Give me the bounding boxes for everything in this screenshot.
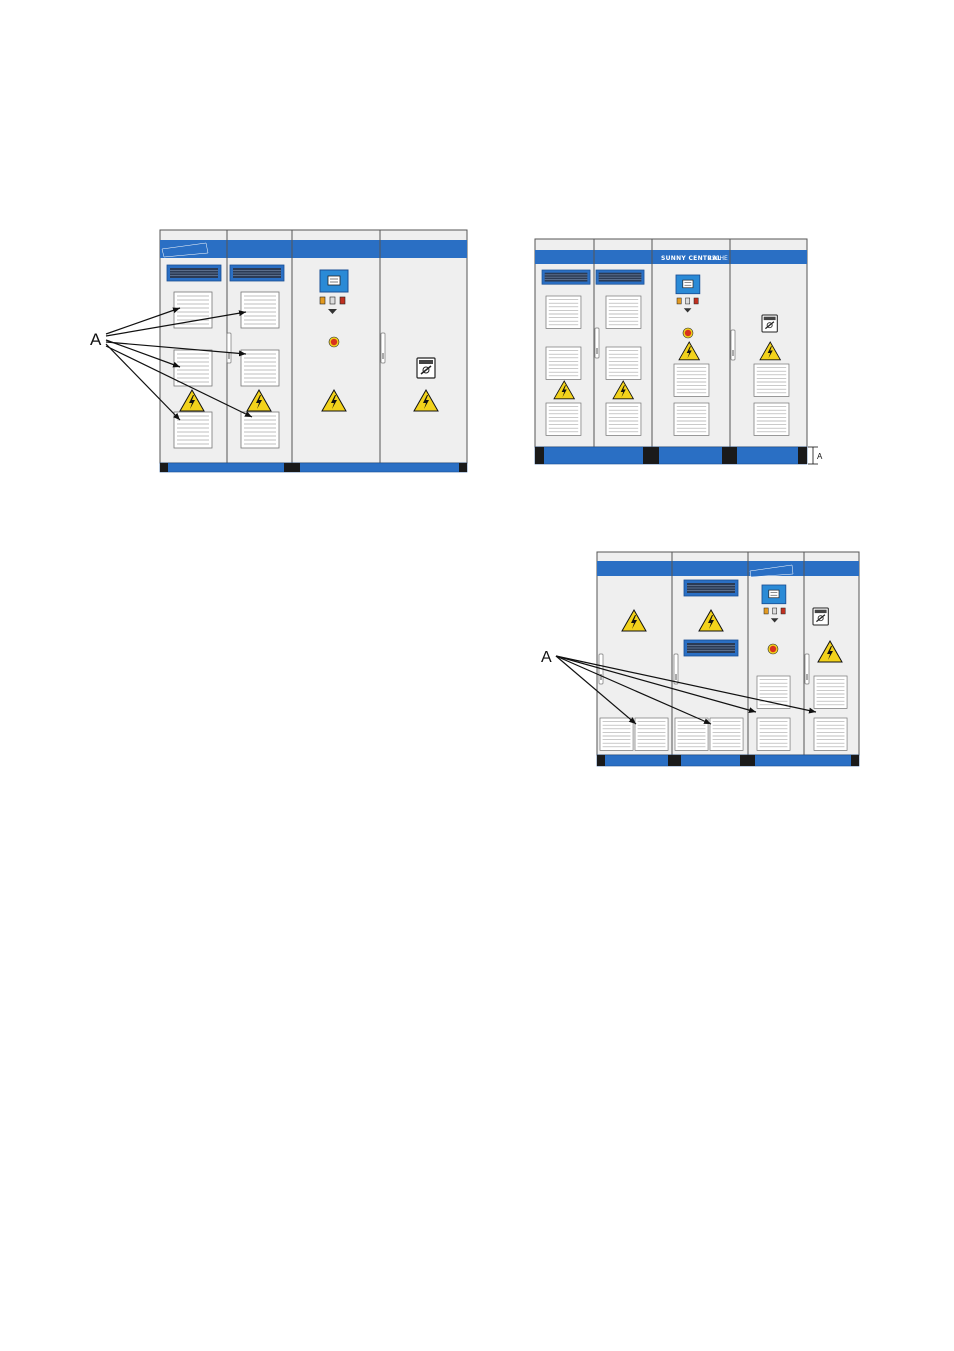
cabinet-base bbox=[596, 754, 860, 767]
dimension-marker bbox=[808, 446, 818, 465]
air-grille-icon bbox=[229, 264, 285, 282]
top-left-cabinet: A bbox=[90, 229, 468, 473]
louver-vent-icon bbox=[709, 717, 744, 751]
emergency-stop-icon bbox=[767, 643, 779, 655]
model-text: 250HE bbox=[708, 255, 728, 262]
louver-vent-icon bbox=[673, 363, 710, 397]
louver-vent-icon bbox=[634, 717, 669, 751]
brand-text: SUNNY CENTRAL bbox=[661, 255, 721, 262]
logo-icon bbox=[749, 564, 794, 578]
louver-vent-icon bbox=[173, 291, 213, 329]
louver-vent-icon bbox=[240, 411, 280, 449]
callout-arrows bbox=[105, 307, 253, 421]
louver-vent-icon bbox=[813, 717, 848, 751]
louver-vent-icon bbox=[753, 363, 790, 397]
callout-label-a: A bbox=[541, 649, 552, 666]
louver-vent-icon bbox=[599, 717, 634, 751]
louver-vent-icon bbox=[605, 346, 642, 380]
cabinet-base bbox=[534, 446, 808, 465]
main-switch-icon bbox=[416, 357, 436, 379]
louver-vent-icon bbox=[605, 295, 642, 329]
cabinet-base bbox=[159, 462, 468, 473]
louver-vent-icon bbox=[753, 402, 790, 436]
door-handle-icon bbox=[730, 329, 736, 361]
top-right-cabinet: SUNNY CENTRAL 250HE bbox=[534, 238, 823, 465]
louver-vent-icon bbox=[674, 717, 709, 751]
main-switch-icon bbox=[761, 314, 778, 333]
louver-vent-icon bbox=[240, 291, 280, 329]
main-switch-icon bbox=[812, 607, 829, 626]
emergency-stop-icon bbox=[682, 327, 694, 339]
display-panel-icon bbox=[319, 269, 349, 293]
callout-label-a: A bbox=[90, 330, 102, 349]
callout-arrows bbox=[555, 655, 817, 725]
display-panel-icon bbox=[675, 274, 701, 295]
louver-vent-icon bbox=[605, 402, 642, 436]
top-right-blue-band bbox=[535, 250, 807, 264]
top-left-blue-band bbox=[160, 240, 467, 258]
louver-vent-icon bbox=[673, 402, 710, 436]
louver-vent-icon bbox=[545, 346, 582, 380]
air-grille-icon bbox=[595, 269, 645, 285]
dimension-label-a: A bbox=[817, 452, 823, 461]
door-handle-icon bbox=[804, 653, 810, 685]
door-handle-icon bbox=[226, 332, 232, 364]
door-handle-icon bbox=[380, 332, 386, 364]
louver-vent-icon bbox=[756, 675, 791, 709]
air-grille-icon bbox=[541, 269, 591, 285]
air-grille-icon bbox=[166, 264, 222, 282]
bottom-right-cabinet: A bbox=[541, 551, 860, 767]
air-grille-icon bbox=[683, 579, 739, 597]
bottom-blue-band bbox=[597, 561, 859, 576]
louver-vent-icon bbox=[173, 411, 213, 449]
louver-vent-icon bbox=[240, 349, 280, 387]
louver-vent-icon bbox=[813, 675, 848, 709]
logo-icon bbox=[161, 242, 209, 258]
emergency-stop-icon bbox=[328, 336, 340, 348]
door-handle-icon bbox=[673, 653, 679, 685]
louver-vent-icon bbox=[173, 349, 213, 387]
door-handle-icon bbox=[594, 327, 600, 359]
louver-vent-icon bbox=[545, 295, 582, 329]
louver-vent-icon bbox=[756, 717, 791, 751]
display-panel-icon bbox=[761, 584, 787, 605]
louver-vent-icon bbox=[545, 402, 582, 436]
air-grille-icon bbox=[683, 639, 739, 657]
